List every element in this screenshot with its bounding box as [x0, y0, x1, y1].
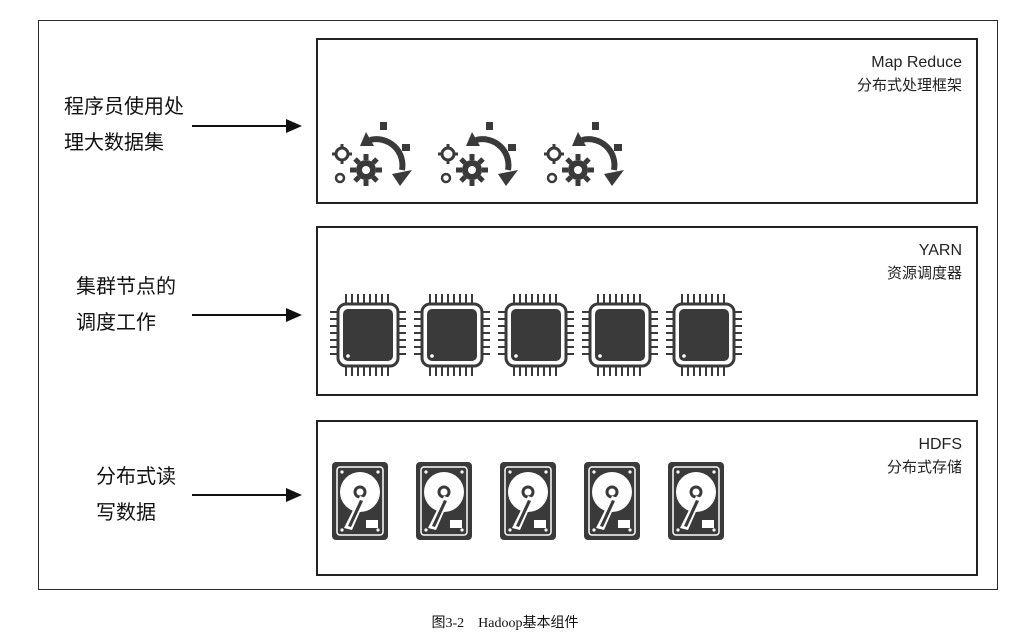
hdfs-description-line-2: 写数据: [96, 500, 156, 524]
cpu-chip-icon: [330, 294, 406, 376]
yarn-subtitle: 资源调度器: [886, 264, 962, 282]
hdfs-description: 分布式读 写数据: [96, 458, 176, 530]
yarn-title: YARN 资源调度器: [887, 240, 962, 284]
disk-icon-row: [330, 460, 726, 542]
cpu-chip-icon: [498, 294, 574, 376]
gear-cycle-icon: [544, 122, 624, 186]
mapreduce-arrow-icon: [192, 119, 302, 133]
hard-disk-icon: [332, 462, 388, 540]
mapreduce-name: Map Reduce: [871, 54, 962, 71]
hdfs-title: HDFS 分布式存储: [887, 434, 962, 478]
cpu-chip-icon: [414, 294, 490, 376]
hard-disk-icon: [584, 462, 640, 540]
yarn-description-line-2: 调度工作: [76, 310, 156, 334]
hard-disk-icon: [500, 462, 556, 540]
hdfs-subtitle: 分布式存储: [886, 458, 962, 476]
mapreduce-description-line-2: 理大数据集: [64, 130, 164, 154]
mapreduce-description-line-1: 程序员使用处: [64, 94, 184, 118]
hdfs-arrow-icon: [192, 488, 302, 502]
gear-icon-row: [330, 118, 628, 190]
yarn-arrow-icon: [192, 308, 302, 322]
hdfs-name: HDFS: [918, 436, 962, 453]
hard-disk-icon: [416, 462, 472, 540]
mapreduce-title: Map Reduce 分布式处理框架: [857, 52, 962, 96]
yarn-layer: YARN 资源调度器: [316, 226, 978, 396]
yarn-description: 集群节点的 调度工作: [76, 268, 176, 340]
figure-frame: [38, 20, 998, 590]
yarn-description-line-1: 集群节点的: [76, 274, 176, 298]
cpu-chip-icon: [582, 294, 658, 376]
hdfs-layer: HDFS 分布式存储: [316, 420, 978, 576]
gear-cycle-icon: [332, 122, 412, 186]
yarn-name: YARN: [918, 242, 962, 259]
mapreduce-layer: Map Reduce 分布式处理框架: [316, 38, 978, 204]
mapreduce-subtitle: 分布式处理框架: [856, 76, 962, 94]
hard-disk-icon: [668, 462, 724, 540]
hdfs-description-line-1: 分布式读: [96, 464, 176, 488]
mapreduce-description: 程序员使用处 理大数据集: [64, 88, 184, 160]
cpu-chip-icon: [666, 294, 742, 376]
gear-cycle-icon: [438, 122, 518, 186]
chip-icon-row: [328, 292, 744, 378]
figure-caption: 图3-2 Hadoop基本组件: [431, 616, 579, 631]
